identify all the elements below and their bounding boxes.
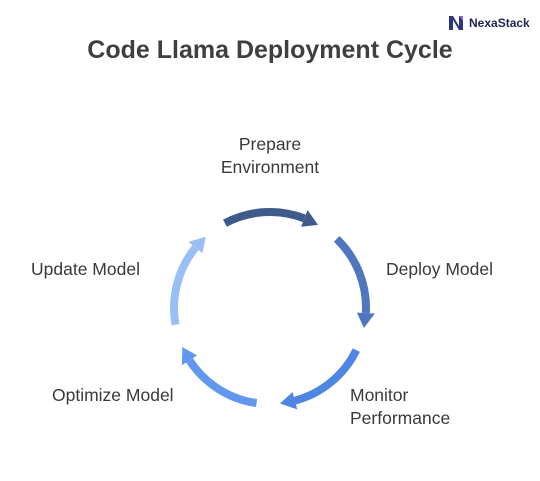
brand-logo: NexaStack <box>448 14 530 32</box>
arrow-head <box>188 236 206 254</box>
step-label-line2: Performance <box>350 408 451 428</box>
step-label-line1: Optimize Model <box>52 385 174 405</box>
diagram-title: Code Llama Deployment Cycle <box>87 36 453 64</box>
arrow-head <box>181 347 197 366</box>
step-prepare-environment: Prepare Environment <box>190 133 350 179</box>
brand-name: NexaStack <box>469 16 530 30</box>
step-label-line1: Monitor <box>350 385 409 405</box>
nexastack-logo-icon <box>449 16 463 30</box>
step-label-line2: Environment <box>220 157 320 177</box>
arc-update-model <box>170 236 206 326</box>
arc-deploy-model <box>333 236 375 328</box>
step-monitor-performance: Monitor Performance <box>350 384 450 430</box>
step-label-line1: Prepare <box>238 134 302 154</box>
step-deploy-model: Deploy Model <box>386 258 493 281</box>
arrow-head <box>356 312 375 328</box>
arc-prepare-environment <box>223 208 318 227</box>
arc-optimize-model <box>181 347 258 408</box>
step-optimize-model: Optimize Model <box>52 384 174 407</box>
step-label-line1: Deploy Model <box>386 259 493 279</box>
arrow-head <box>301 210 318 227</box>
arrow-head <box>280 392 298 410</box>
arc-monitor-performance <box>280 348 360 410</box>
step-label-line1: Update Model <box>31 259 140 279</box>
step-update-model: Update Model <box>31 258 140 281</box>
